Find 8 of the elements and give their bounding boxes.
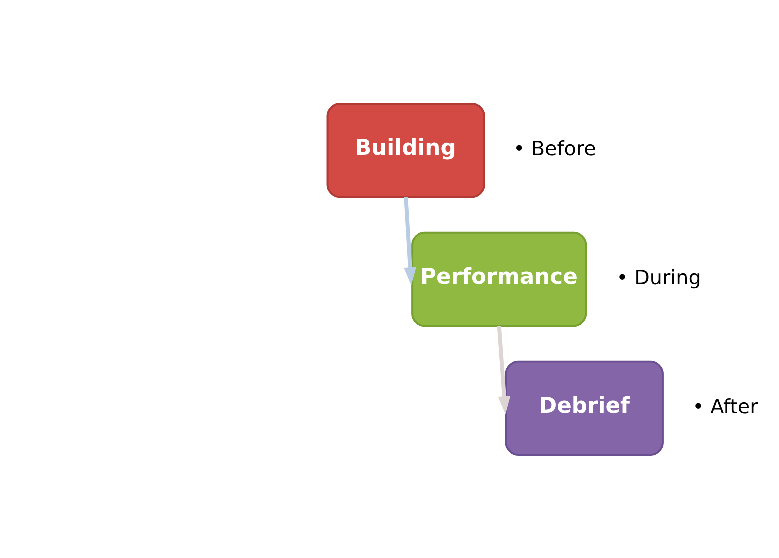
node-label: • After	[692, 394, 758, 418]
node-box: Debrief	[505, 360, 664, 456]
node-box: Building	[326, 102, 486, 198]
node-label: • Before	[513, 137, 596, 160]
arrow	[497, 325, 511, 414]
node-box: Performance	[412, 231, 588, 327]
arrow	[404, 196, 417, 285]
node-label: • During	[616, 266, 702, 289]
